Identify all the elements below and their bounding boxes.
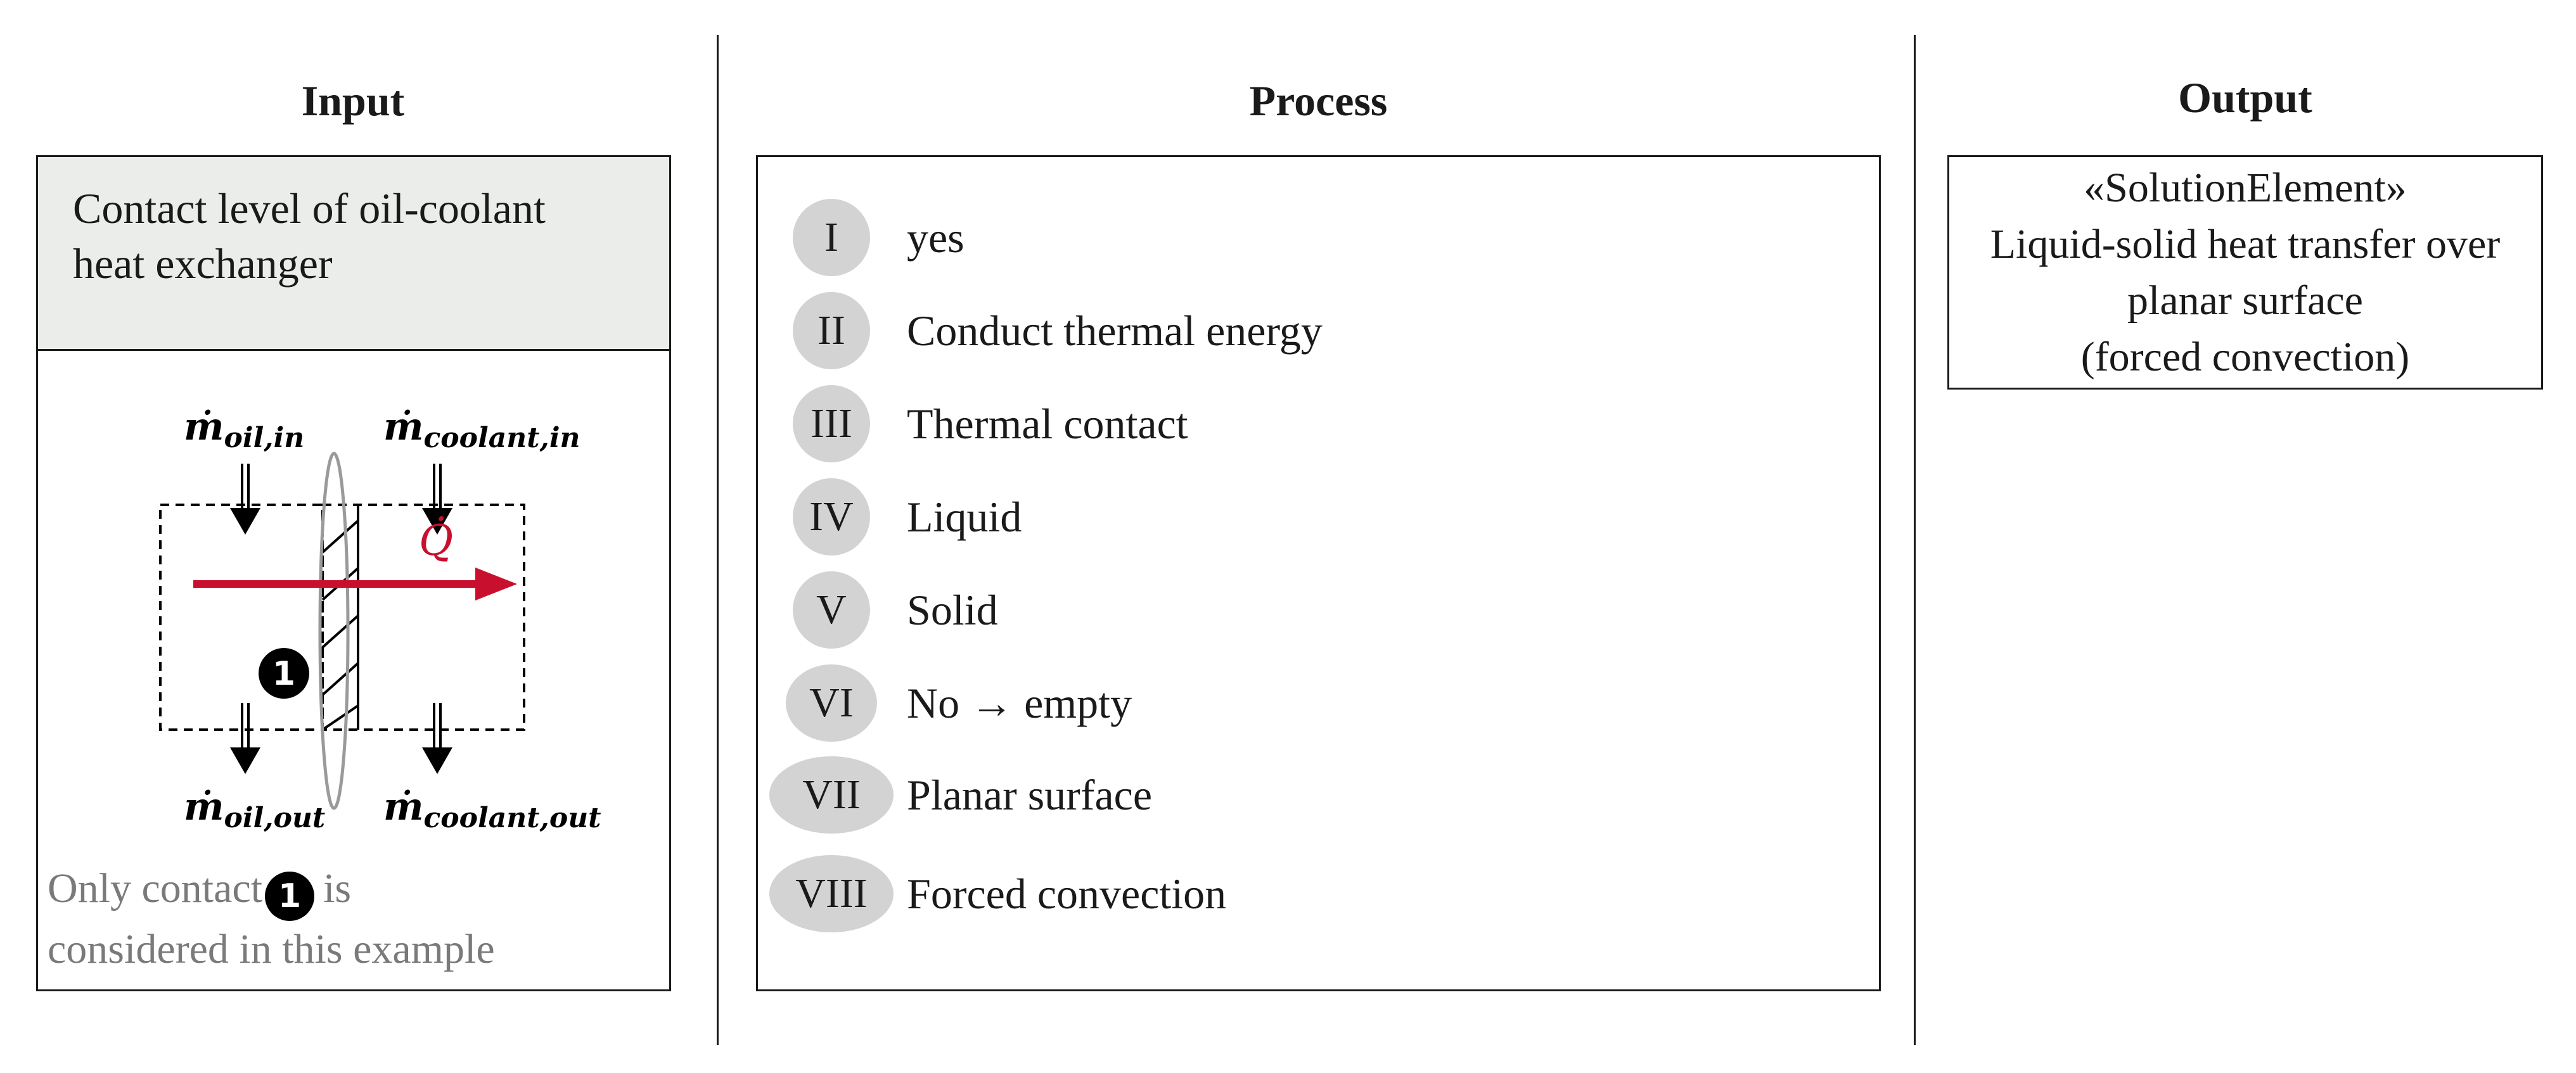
step-number-badge: IV <box>793 478 870 556</box>
input-title: Input <box>301 77 405 125</box>
process-step: I yes <box>758 199 1879 278</box>
output-line3: planar surface <box>2127 277 2363 324</box>
label-m-coolant-out-sub: coolant,out <box>424 802 601 834</box>
process-step: V Solid <box>758 571 1879 651</box>
divider-right <box>1914 35 1916 1045</box>
step-label: Planar surface <box>907 771 1153 819</box>
label-m-coolant-out: ṁcoolant,out <box>383 785 601 834</box>
label-m-oil-in: ṁoil,in <box>184 405 304 454</box>
step-number-badge: VII <box>769 756 894 834</box>
output-box: «SolutionElement» Liquid-solid heat tran… <box>1947 155 2543 390</box>
process-step: IV Liquid <box>758 478 1879 557</box>
step-label: Forced convection <box>907 870 1227 918</box>
output-stereotype: «SolutionElement» <box>2084 165 2407 211</box>
output-line2: Liquid-solid heat transfer over <box>1990 221 2501 267</box>
label-m-oil-out-symbol: ṁ <box>184 785 224 829</box>
coolant-inlet-arrow <box>422 464 452 535</box>
input-box: Contact level of oil-coolant heat exchan… <box>36 155 671 991</box>
coolant-outlet-arrow <box>422 703 452 774</box>
step-number-badge: V <box>793 571 870 649</box>
input-header-line1: Contact level of oil-coolant <box>73 184 546 232</box>
note-text-b: is <box>323 865 352 911</box>
label-m-oil-out: ṁoil,out <box>184 785 325 834</box>
step-number-badge: VI <box>786 664 877 742</box>
process-title: Process <box>1249 77 1388 125</box>
process-step: VII Planar surface <box>758 756 1879 835</box>
step-label: No → empty <box>907 679 1132 727</box>
divider-left <box>717 35 719 1045</box>
step-number-badge: I <box>793 199 870 276</box>
label-m-oil-in-sub: oil,in <box>224 422 305 454</box>
process-step: III Thermal contact <box>758 385 1879 464</box>
step-label: Solid <box>907 586 998 634</box>
heat-flow-label: Q̇ <box>419 516 453 565</box>
oil-inlet-arrow <box>230 464 260 535</box>
contact-marker-number: 1 <box>272 655 295 693</box>
output-line4: (forced convection) <box>2080 334 2410 380</box>
step-number-badge: VIII <box>769 855 894 932</box>
step-label: Thermal contact <box>907 400 1188 448</box>
step-number-badge: III <box>793 385 870 462</box>
label-m-coolant-out-symbol: ṁ <box>383 785 424 829</box>
label-m-coolant-in: ṁcoolant,in <box>383 405 580 454</box>
oil-outlet-arrow <box>230 703 260 774</box>
label-m-oil-in-symbol: ṁ <box>184 405 224 449</box>
contact-marker-circle <box>259 648 309 699</box>
label-m-oil-out-sub: oil,out <box>224 802 326 834</box>
step-label: Conduct thermal energy <box>907 307 1323 355</box>
contact-interface <box>318 452 350 810</box>
heat-exchanger-diagram: Q̇ 1 ṁoil,in ṁcoolant,in ṁoil,out ṁcoola… <box>159 405 601 834</box>
step-label: Liquid <box>907 493 1022 541</box>
step-label: yes <box>907 213 964 262</box>
wall-hatching <box>321 505 359 731</box>
note-text-line2: considered in this example <box>48 926 495 972</box>
input-header: Contact level of oil-coolant heat exchan… <box>38 157 669 351</box>
label-m-coolant-in-sub: coolant,in <box>424 422 580 454</box>
note-text-a: Only contact <box>48 865 263 911</box>
process-step: VI No → empty <box>758 664 1879 744</box>
oil-control-volume <box>159 504 324 731</box>
note-contact-marker: 1 <box>265 872 315 921</box>
step-number-badge: II <box>793 292 870 369</box>
heat-flow-arrow <box>193 568 517 600</box>
process-box: I yes II Conduct thermal energy III Ther… <box>756 155 1881 991</box>
process-step: II Conduct thermal energy <box>758 292 1879 371</box>
input-header-line2: heat exchanger <box>73 239 333 288</box>
output-title: Output <box>2178 73 2312 122</box>
label-m-coolant-in-symbol: ṁ <box>383 405 424 449</box>
process-step: VIII Forced convection <box>758 855 1879 934</box>
